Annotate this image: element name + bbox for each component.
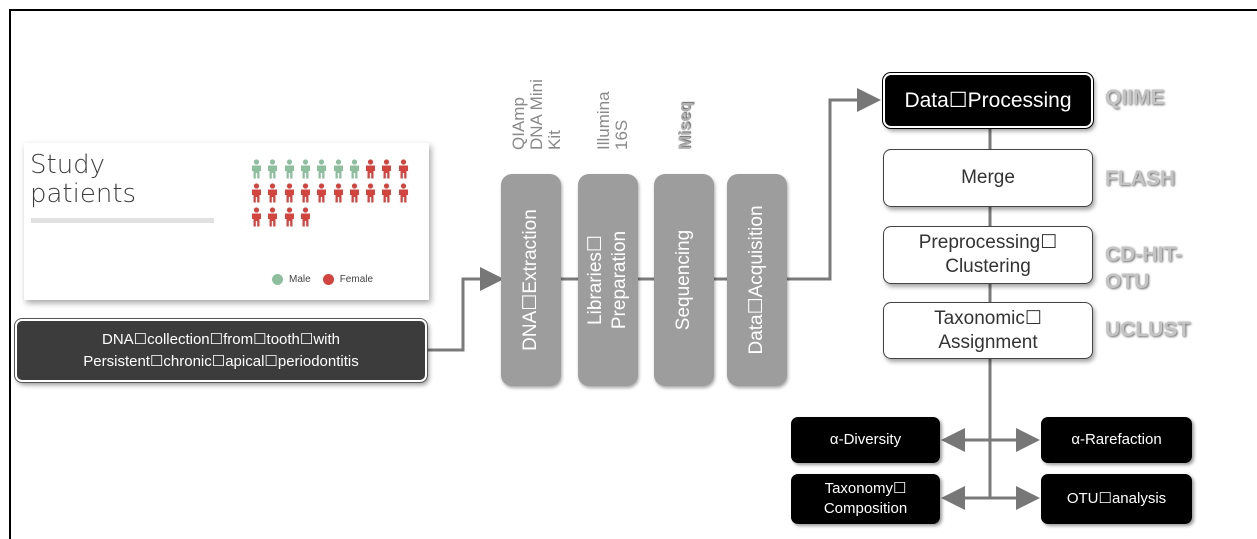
sample-source-box: DNA☐collection☐from☐tooth☐with Persisten…	[15, 319, 427, 382]
patient-female-icon	[397, 183, 410, 203]
patient-female-icon	[364, 159, 377, 179]
patient-female-icon	[250, 183, 263, 203]
patient-male-icon	[266, 159, 279, 179]
step-libraries-preparation-label: Libraries☐ Preparation	[585, 230, 630, 330]
tool-qiime: QIIME	[1105, 86, 1165, 109]
result-taxonomy-composition: Taxonomy☐ Composition	[791, 474, 940, 524]
patients-legend: Male Female	[272, 274, 385, 285]
connector-source-to-extraction	[427, 267, 504, 352]
patient-male-icon	[250, 159, 263, 179]
step-sequencing: Sequencing	[654, 174, 714, 386]
patient-male-icon	[299, 159, 312, 179]
patient-male-icon	[283, 159, 296, 179]
step-sequencing-label: Sequencing	[673, 229, 694, 331]
step-data-acquisition-label: Data☐Acquisition	[746, 205, 767, 355]
figure-frame	[9, 9, 1257, 539]
title-underline	[31, 218, 214, 223]
box-taxonomic-assignment: Taxonomic☐ Assignment	[883, 302, 1093, 359]
patient-female-icon	[380, 159, 393, 179]
tool-miseq: Miseq	[675, 101, 694, 150]
step-dna-extraction-label: DNA☐Extraction	[520, 209, 541, 351]
study-patients-title: Study patients	[30, 150, 137, 209]
tool-uclust: UCLUST	[1105, 318, 1191, 341]
connector-acquisition-to-processing	[787, 88, 881, 281]
patient-female-icon	[250, 207, 263, 227]
result-alpha-rarefaction: α-Rarefaction	[1041, 417, 1192, 463]
legend-male-label: Male	[289, 274, 311, 285]
legend-male-dot	[272, 274, 283, 285]
tool-cd-hit-otu: CD-HIT- OTU	[1105, 243, 1182, 293]
patient-female-icon	[315, 183, 328, 203]
patient-female-icon	[332, 183, 345, 203]
tool-flash: FLASH	[1105, 167, 1175, 190]
study-patients-card: Study patients Male Female	[24, 143, 429, 300]
patient-female-icon	[283, 183, 296, 203]
result-otu-analysis: OTU☐analysis	[1041, 474, 1192, 524]
patient-female-icon	[283, 207, 296, 227]
patient-male-icon	[315, 159, 328, 179]
patient-female-icon	[299, 183, 312, 203]
tool-qiamp-kit: QIAmp DNA Mini Kit	[509, 79, 564, 150]
patient-male-icon	[348, 159, 361, 179]
patient-female-icon	[299, 207, 312, 227]
step-libraries-preparation: Libraries☐ Preparation	[578, 174, 638, 386]
patient-female-icon	[380, 183, 393, 203]
patient-female-icon	[364, 183, 377, 203]
box-data-processing: Data☐Processing	[883, 73, 1093, 128]
result-alpha-diversity: α-Diversity	[791, 417, 940, 463]
patient-female-icon	[348, 183, 361, 203]
legend-female-label: Female	[339, 274, 374, 285]
patient-female-icon	[266, 207, 279, 227]
legend-female-dot	[322, 274, 334, 285]
step-dna-extraction: DNA☐Extraction	[501, 174, 561, 386]
step-data-acquisition: Data☐Acquisition	[727, 174, 787, 386]
patient-male-icon	[332, 159, 345, 179]
patient-female-icon	[397, 159, 410, 179]
patient-female-icon	[266, 183, 279, 203]
tool-illumina-16s: Illumina 16S	[594, 91, 631, 150]
box-preprocessing-clustering: Preprocessing☐ Clustering	[883, 226, 1093, 284]
box-merge: Merge	[883, 149, 1093, 207]
